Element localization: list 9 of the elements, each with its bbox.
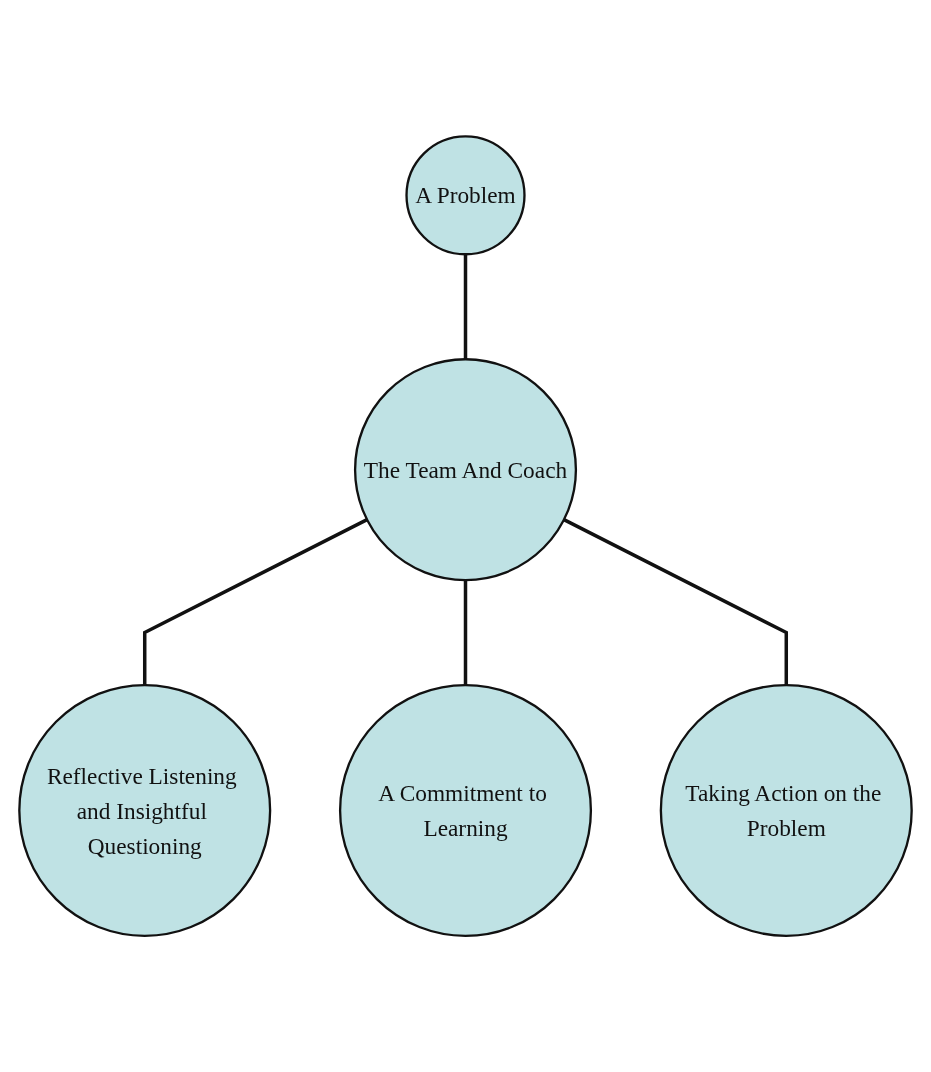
connector <box>463 254 468 360</box>
node-circle: Reflective Listening and Insightful Questioning <box>18 683 272 937</box>
node-circle: The Team And Coach <box>353 358 578 582</box>
node-circle: Taking Action on the Problem <box>659 683 913 937</box>
connector <box>563 518 788 685</box>
connector <box>143 518 368 685</box>
node-circle: A Commitment to Learning <box>338 683 593 937</box>
node-circle: A Problem <box>405 135 526 256</box>
connector <box>463 580 468 685</box>
